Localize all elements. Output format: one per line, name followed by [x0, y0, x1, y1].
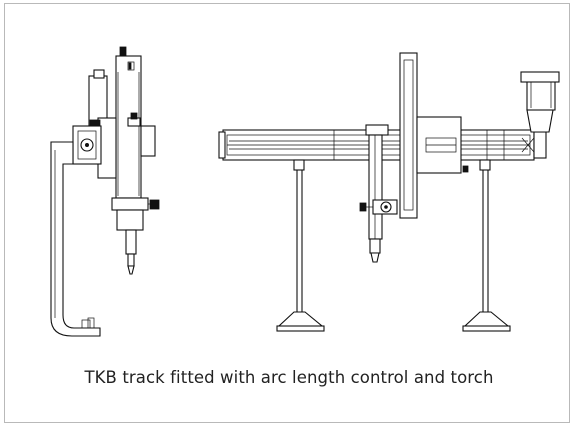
track-drawing	[50, 46, 560, 337]
figure-caption: TKB track fitted with arc length control…	[84, 368, 494, 387]
front-view	[218, 52, 560, 332]
side-view	[50, 46, 160, 337]
